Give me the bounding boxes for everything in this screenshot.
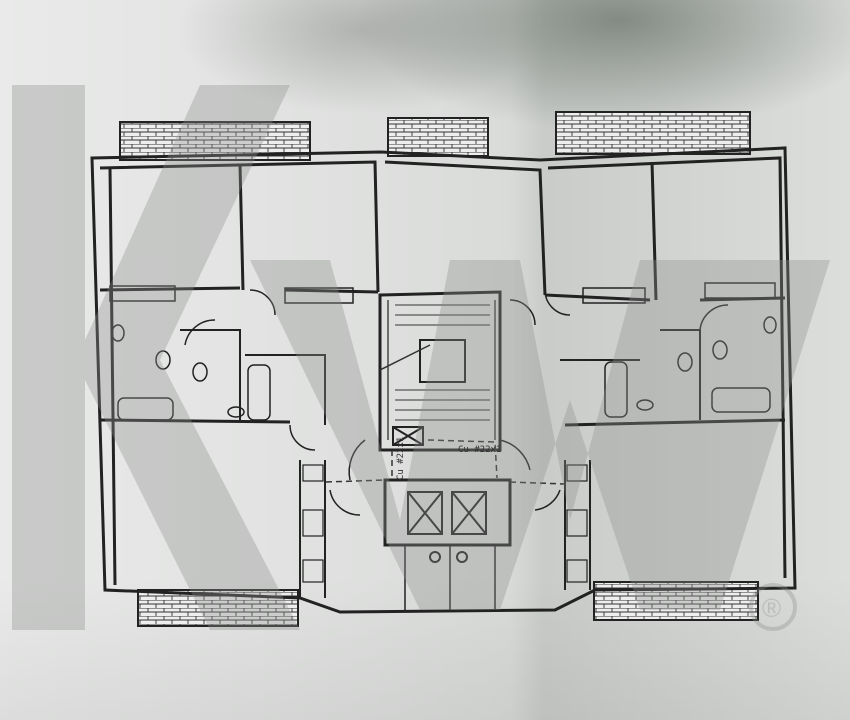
corridor-label-horizontal: Cu #22x1 bbox=[458, 445, 501, 455]
elevators bbox=[392, 426, 487, 563]
staircase bbox=[379, 304, 490, 421]
walls bbox=[90, 146, 797, 614]
kw-watermark-logo: ® bbox=[12, 85, 830, 631]
registered-mark: ® bbox=[762, 593, 781, 623]
kitchen-units bbox=[302, 464, 588, 583]
corridor-label-vertical: Cu #22x1 bbox=[396, 437, 406, 480]
corridor-dashed bbox=[325, 439, 566, 485]
bathroom-fixtures bbox=[109, 282, 777, 421]
door-swings bbox=[184, 289, 729, 516]
balconies bbox=[119, 111, 759, 627]
